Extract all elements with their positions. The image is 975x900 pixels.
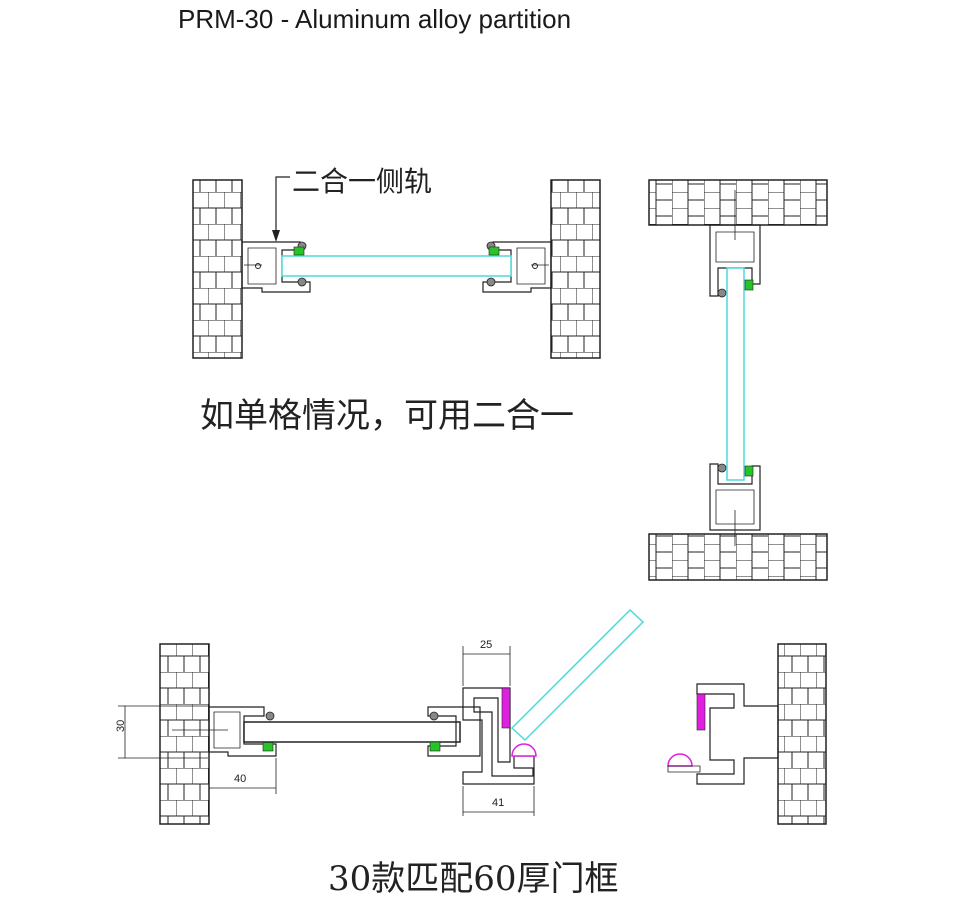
wall-right-top bbox=[550, 179, 601, 359]
dimension-41 bbox=[462, 786, 535, 816]
side-rail-profile-bottom-left bbox=[172, 706, 277, 757]
wall-right-bottom bbox=[777, 643, 827, 825]
vertical-rail-bottom bbox=[709, 463, 761, 546]
door-frame-profile-left bbox=[462, 687, 537, 785]
wall-left-bottom bbox=[159, 643, 210, 825]
wall-left-top bbox=[192, 179, 243, 359]
side-rail-profile-bottom-right bbox=[427, 706, 481, 757]
single-grid-note: 如单格情况，可用二合一 bbox=[200, 396, 574, 436]
vertical-rail-top bbox=[709, 190, 761, 298]
door-frame-note: 30款匹配60厚门框 bbox=[328, 859, 619, 899]
gasket-green-vertical bbox=[744, 279, 754, 477]
dimension-41-label: 41 bbox=[492, 797, 504, 809]
side-rail-label: 二合一侧轨 bbox=[292, 165, 432, 198]
wall-top-horizontal bbox=[648, 179, 828, 226]
dimension-30 bbox=[118, 705, 208, 759]
dimension-40 bbox=[208, 758, 277, 794]
dimension-25 bbox=[462, 646, 511, 686]
wall-bottom-horizontal bbox=[648, 533, 828, 581]
dimension-40-label: 40 bbox=[234, 773, 246, 785]
door-leaf-panel bbox=[243, 721, 461, 743]
dimension-25-label: 25 bbox=[480, 639, 492, 651]
glass-panel-horizontal bbox=[281, 255, 512, 277]
glass-panel-vertical bbox=[726, 267, 745, 481]
side-rail-leader-arrow bbox=[272, 176, 290, 242]
page-title: PRM-30 - Aluminum alloy partition bbox=[178, 4, 572, 34]
gasket-green-top bbox=[293, 246, 500, 256]
door-glass-open bbox=[510, 608, 645, 742]
dimension-30-label: 30 bbox=[115, 720, 127, 732]
door-frame-profile-right bbox=[667, 683, 779, 785]
